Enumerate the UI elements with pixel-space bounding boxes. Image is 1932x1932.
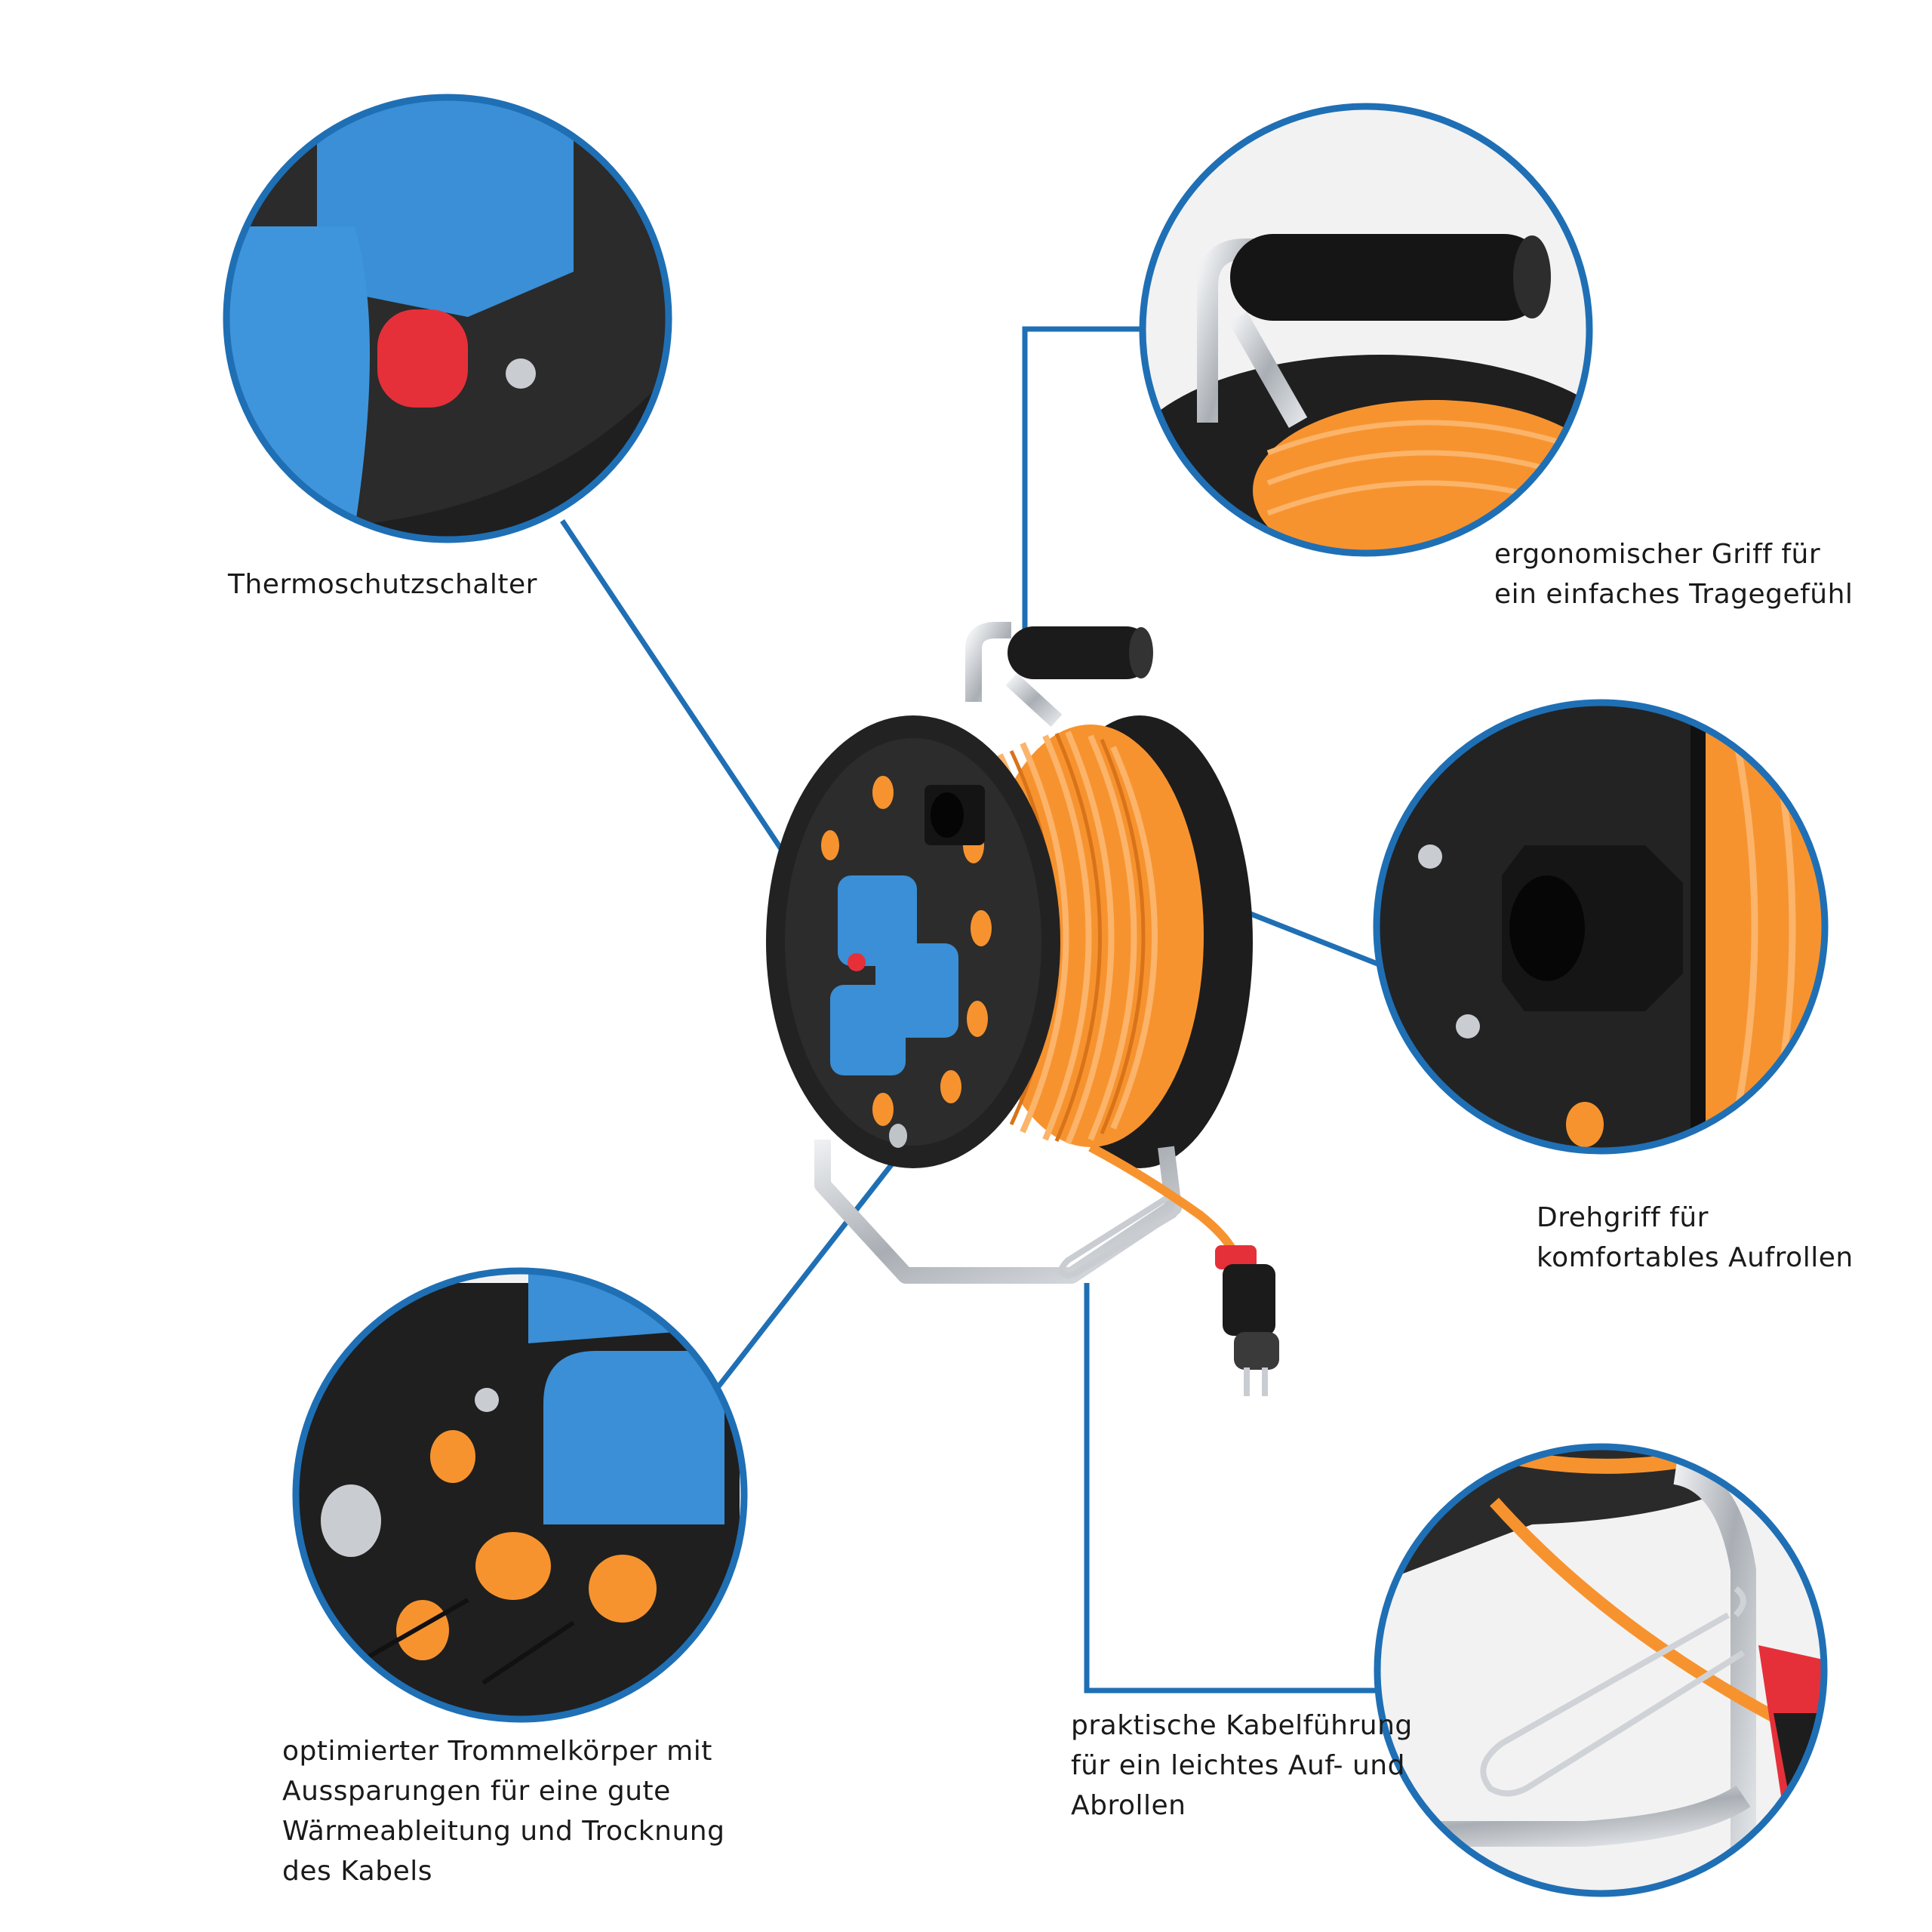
detail-trommel [292, 1267, 748, 1723]
thermal-switch-button-icon [848, 953, 866, 971]
label-line: praktische Kabelführung [1071, 1710, 1413, 1741]
label-line: Drehgriff für [1537, 1202, 1709, 1233]
label-line: optimierter Trommelkörper mit [282, 1736, 712, 1767]
detail-thermo [223, 94, 672, 543]
detail-kabel [1374, 1443, 1828, 1897]
label-line: ein einfaches Tragegefühl [1494, 579, 1854, 610]
cable-guide-icon [1480, 1586, 1746, 1797]
label-line: ergonomischer Griff für [1494, 539, 1821, 570]
detail-drehgriff [1373, 699, 1829, 1155]
connector-trommel [709, 1154, 900, 1398]
connector-kabel [1084, 1283, 1419, 1694]
label-drehgriff: Drehgriff für komfortables Aufrollen [1537, 1198, 1854, 1278]
label-thermoschutzschalter: Thermoschutzschalter [228, 565, 537, 605]
label-line: des Kabels [282, 1856, 432, 1887]
label-line: für ein leichtes Auf- und [1071, 1750, 1405, 1781]
drum-body-icon [766, 715, 1060, 1168]
carry-handle-icon [965, 622, 1153, 728]
label-griff: ergonomischer Griff für ein einfaches Tr… [1494, 534, 1853, 614]
label-line: Aussparungen für eine gute [282, 1776, 671, 1807]
label-line: Wärmeableitung und Trocknung [282, 1816, 725, 1847]
thermal-switch-button-icon [377, 309, 468, 408]
label-kabelfuehrung: praktische Kabelführung für ein leichtes… [1071, 1706, 1413, 1826]
label-trommel: optimierter Trommelkörper mit Aussparung… [282, 1731, 724, 1891]
label-line: Thermoschutzschalter [228, 569, 537, 600]
detail-griff [1139, 103, 1593, 557]
socket-outlets [830, 875, 958, 1075]
cable-reel-product [766, 622, 1279, 1396]
connector-griff [1022, 326, 1144, 655]
label-line: Abrollen [1071, 1790, 1186, 1821]
label-line: komfortables Aufrollen [1537, 1242, 1854, 1273]
crank-handle-icon [924, 785, 985, 845]
